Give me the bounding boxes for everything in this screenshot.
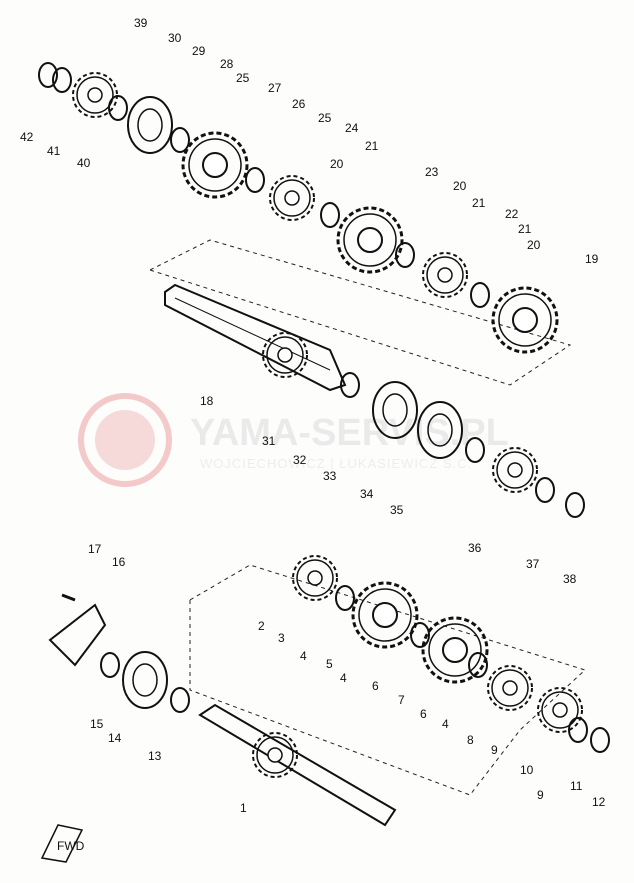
callout-39: 39 bbox=[134, 16, 148, 30]
gear-19 bbox=[491, 286, 559, 354]
callout-5: 5 bbox=[326, 657, 333, 671]
gear-27 bbox=[181, 131, 249, 199]
gear-22 bbox=[422, 252, 468, 298]
callout-11: 11 bbox=[570, 779, 583, 793]
callout-13: 13 bbox=[148, 749, 162, 763]
callout-labels: 1234567891011121314151617181920212223242… bbox=[20, 16, 606, 815]
callout-28: 28 bbox=[220, 57, 234, 71]
callout-6-7: 6 bbox=[420, 707, 427, 721]
callout-20-3: 20 bbox=[527, 238, 541, 252]
fwd-label: FWD bbox=[57, 839, 85, 853]
gear-7 bbox=[421, 616, 489, 684]
drive-axle-1 bbox=[198, 703, 397, 827]
callout-22: 22 bbox=[505, 207, 519, 221]
gear-5 bbox=[351, 581, 419, 649]
callout-21-4: 21 bbox=[518, 222, 532, 236]
callout-4-8: 4 bbox=[442, 717, 449, 731]
circlip-21 bbox=[320, 202, 340, 228]
lower-shaft-parts bbox=[48, 555, 610, 827]
washer-11 bbox=[568, 717, 588, 743]
callout-30: 30 bbox=[168, 31, 182, 45]
callout-3: 3 bbox=[278, 631, 285, 645]
callout-36: 36 bbox=[468, 541, 482, 555]
callout-1: 1 bbox=[240, 801, 247, 815]
callout-32: 32 bbox=[293, 453, 307, 467]
callout-42: 42 bbox=[20, 130, 34, 144]
watermark-logo-core bbox=[95, 410, 155, 470]
sprocket-40 bbox=[72, 72, 118, 118]
screw-17 bbox=[61, 593, 76, 602]
gear-24 bbox=[269, 175, 315, 221]
callout-6: 6 bbox=[372, 679, 379, 693]
callout-19: 19 bbox=[585, 252, 599, 266]
callout-18: 18 bbox=[200, 394, 214, 408]
callout-25-5: 25 bbox=[236, 71, 250, 85]
washer-3 bbox=[335, 585, 355, 611]
nut-38 bbox=[565, 492, 585, 518]
callout-35: 35 bbox=[390, 503, 404, 517]
callout-16: 16 bbox=[112, 555, 126, 569]
bearing-29 bbox=[127, 96, 173, 154]
callout-31: 31 bbox=[262, 434, 276, 448]
callout-4-6: 4 bbox=[340, 671, 347, 685]
callout-23: 23 bbox=[425, 165, 439, 179]
upper-group-box bbox=[148, 239, 572, 386]
plate-16 bbox=[48, 603, 107, 667]
bearing-14 bbox=[122, 651, 168, 709]
watermark: YAMA-SERVIS.PL WOJCIECHOWICZ | ŁUKASIEWI… bbox=[78, 393, 509, 487]
callout-37: 37 bbox=[526, 557, 540, 571]
washer-37 bbox=[535, 477, 555, 503]
callout-8: 8 bbox=[467, 733, 474, 747]
gear-8 bbox=[487, 665, 533, 711]
callout-24: 24 bbox=[345, 121, 359, 135]
gear-10 bbox=[537, 687, 583, 733]
callout-12: 12 bbox=[592, 795, 606, 809]
callout-40: 40 bbox=[77, 156, 91, 170]
watermark-brand: YAMA-SERVIS.PL bbox=[190, 412, 509, 454]
sprocket-36 bbox=[492, 447, 538, 493]
callout-7: 7 bbox=[398, 693, 405, 707]
washer-26 bbox=[245, 167, 265, 193]
callout-20: 20 bbox=[330, 157, 344, 171]
washer-13 bbox=[170, 687, 190, 713]
collar-25 bbox=[170, 127, 190, 153]
lower-group-box bbox=[189, 564, 586, 796]
callout-25: 25 bbox=[318, 111, 332, 125]
callout-2: 2 bbox=[258, 619, 265, 633]
circlip-21b bbox=[470, 282, 490, 308]
axle-gear bbox=[262, 332, 308, 378]
watermark-logo bbox=[78, 393, 172, 487]
callout-38: 38 bbox=[563, 572, 577, 586]
washer-20 bbox=[395, 242, 415, 268]
callout-4: 4 bbox=[300, 649, 307, 663]
callout-14: 14 bbox=[108, 731, 122, 745]
callout-9-9: 9 bbox=[537, 788, 544, 802]
fwd-arrow: FWD bbox=[40, 824, 85, 863]
circlip-15 bbox=[100, 652, 120, 678]
callout-9: 9 bbox=[491, 743, 498, 757]
callout-29: 29 bbox=[192, 44, 206, 58]
main-axle-18 bbox=[164, 283, 585, 518]
watermark-sub: WOJCIECHOWICZ | ŁUKASIEWICZ S.C. bbox=[200, 456, 472, 471]
callout-21: 21 bbox=[365, 139, 379, 153]
callout-20-1: 20 bbox=[453, 179, 467, 193]
callout-33: 33 bbox=[323, 469, 337, 483]
callout-21-2: 21 bbox=[472, 196, 486, 210]
callout-27: 27 bbox=[268, 81, 282, 95]
callout-17: 17 bbox=[88, 542, 102, 556]
callout-15: 15 bbox=[90, 717, 104, 731]
callout-34: 34 bbox=[360, 487, 374, 501]
gear-2 bbox=[292, 555, 338, 601]
callout-26: 26 bbox=[292, 97, 306, 111]
gear-23 bbox=[336, 206, 404, 274]
bearing-12 bbox=[590, 727, 610, 753]
callout-41: 41 bbox=[47, 144, 61, 158]
callout-10: 10 bbox=[520, 763, 534, 777]
